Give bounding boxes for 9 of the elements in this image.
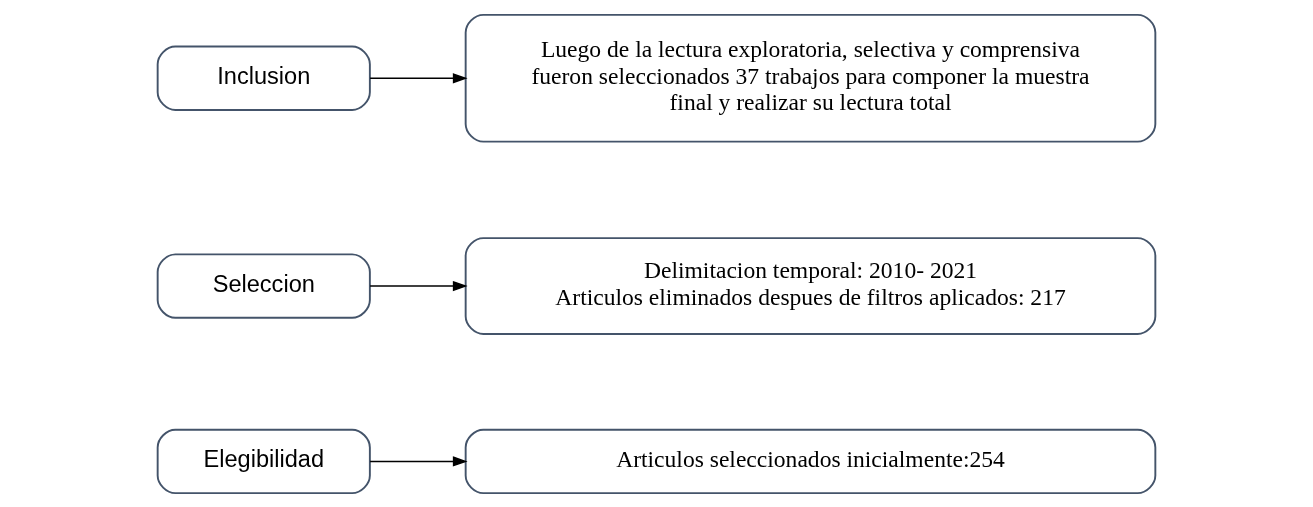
arrow	[369, 72, 468, 83]
arrow	[369, 280, 468, 291]
node-box: Inclusion	[156, 45, 371, 111]
arrow	[369, 455, 468, 467]
node-box: Elegibilidad	[156, 428, 371, 494]
node-box: Luego de la lectura exploratoria, selectiva y comprensiva fueron seleccionados 37 trabajos para componer la muestra final y realizar su lectura total	[464, 13, 1157, 143]
node-box: Seleccion	[156, 252, 371, 319]
node-box: Articulos seleccionados inicialmente:254	[464, 428, 1157, 494]
node-box: Delimitacion temporal: 2010- 2021 Articulos eliminados despues de filtros aplicados: 217	[464, 236, 1157, 335]
